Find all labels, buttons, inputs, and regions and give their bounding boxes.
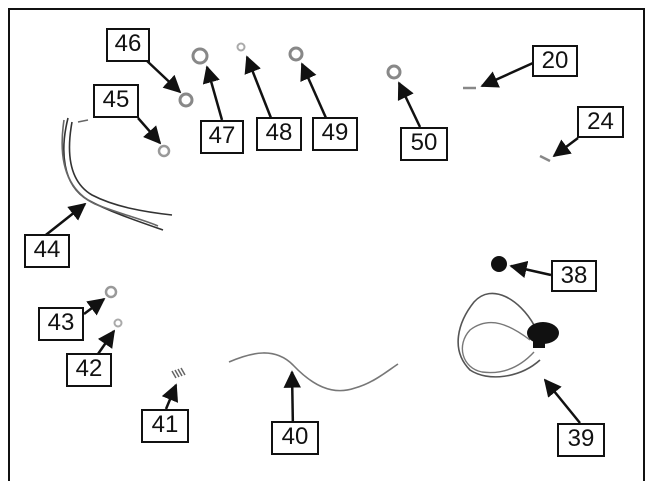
washer-46-part <box>178 92 194 108</box>
part-label-48: 48 <box>256 117 302 151</box>
part-label-41: 41 <box>141 409 189 443</box>
washer-48-part <box>236 42 246 52</box>
arrow-49 <box>300 62 328 119</box>
washer-45-part <box>157 144 171 158</box>
washer-47-part <box>191 47 209 65</box>
arrow-47 <box>202 65 224 121</box>
arrow-39 <box>543 378 581 424</box>
arrow-46 <box>145 59 182 94</box>
arrow-44 <box>41 202 87 239</box>
arrow-41 <box>161 383 179 410</box>
washer-49-part <box>288 46 304 62</box>
arrow-42 <box>96 329 116 355</box>
arrow-45 <box>137 117 162 145</box>
sensor-39-part <box>457 292 559 378</box>
wire-harness-44-part <box>61 117 173 231</box>
part-label-39: 39 <box>557 423 605 457</box>
diagram-frame <box>8 8 645 481</box>
part-label-46: 46 <box>106 28 150 62</box>
arrow-48 <box>244 55 273 119</box>
washer-43-part <box>104 285 118 299</box>
arrow-38 <box>509 260 552 278</box>
arrow-50 <box>397 81 422 128</box>
pin-24-part <box>539 154 551 163</box>
part-label-43: 43 <box>38 307 84 341</box>
part-label-40: 40 <box>271 421 319 455</box>
wire-40-part <box>228 352 399 392</box>
part-label-44: 44 <box>24 234 70 268</box>
washer-50-part <box>386 64 402 80</box>
arrow-24 <box>552 137 579 158</box>
part-label-47: 47 <box>200 120 244 154</box>
part-label-50: 50 <box>400 127 448 161</box>
part-label-24: 24 <box>577 106 624 138</box>
part-label-49: 49 <box>312 117 358 151</box>
washer-42-part <box>113 318 123 328</box>
leader-arrows <box>41 55 581 432</box>
part-label-20: 20 <box>532 45 578 77</box>
arrow-43 <box>83 297 106 316</box>
arrow-20 <box>480 61 534 88</box>
part-label-45: 45 <box>93 84 139 118</box>
spring-41-part <box>171 367 186 379</box>
part-label-38: 38 <box>551 260 597 292</box>
part-label-42: 42 <box>66 353 112 387</box>
cap-38-part <box>491 256 507 272</box>
